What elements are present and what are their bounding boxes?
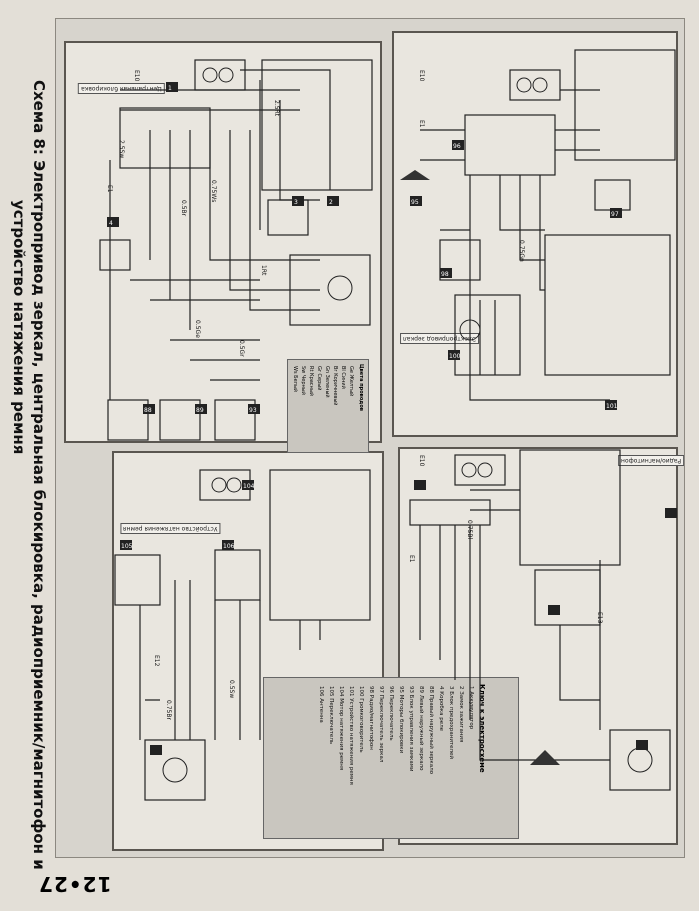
label-e12: E12 [153, 655, 160, 667]
label-e1-radio: E1 [408, 555, 415, 563]
battery-icon [226, 477, 242, 493]
wire-label: 0.5Sw [228, 680, 235, 698]
component-number: 95 [411, 199, 419, 206]
battery-icon [202, 67, 218, 83]
wire-label: 0.5Br [180, 200, 187, 217]
wire-label: 2.5Rt [273, 100, 280, 117]
component-number: 104 [243, 483, 255, 490]
component-number: 88 [144, 407, 152, 414]
wire-label: 0.75Ws [210, 180, 217, 202]
label-e13: E13 [596, 612, 603, 624]
label-e10-radio: E10 [418, 455, 425, 467]
wire-color-legend: Цвета проводов Ge Желтый Bl Синий Br Кор… [287, 359, 369, 453]
component-key: Ключ к электросхеме 1 Аккумулятор 2 Замо… [263, 677, 519, 839]
component-number: 4 [109, 220, 113, 227]
wire-label: 0.75Bl [466, 520, 473, 539]
motor-icon [327, 275, 353, 301]
component-numbers: 1 2 3 4 88 89 93 95 96 97 98 100 101 104… [109, 85, 619, 550]
label-e1: E1 [106, 185, 113, 193]
wire-label: 1Rt [260, 265, 267, 276]
motor-icon [162, 757, 188, 783]
motor-icon [459, 319, 481, 341]
wire-label: 0.75Gn [518, 240, 525, 262]
label-e1-mirror: E1 [418, 120, 425, 128]
battery-icon [211, 477, 227, 493]
panel-mirrors: Электропривод зеркал [392, 31, 678, 437]
component-number: 100 [449, 353, 461, 360]
component-number: 93 [249, 407, 257, 414]
component-number: 1 [168, 85, 172, 92]
wire-label: 0.75Br [165, 700, 172, 720]
wires-mirrors [420, 49, 676, 401]
component-number: 3 [294, 199, 298, 206]
motor-icon [627, 747, 653, 773]
battery-icon [218, 67, 234, 83]
wires-central-locking [99, 59, 373, 441]
battery-icon [461, 462, 477, 478]
battery-icon [516, 77, 532, 93]
component-number: 105 [121, 543, 133, 550]
label-e10-mirror: E10 [418, 70, 425, 82]
battery-icon [532, 77, 548, 93]
battery-icon [477, 462, 493, 478]
wires-radio [409, 449, 671, 791]
diagram-labels: E10 E1 E10 E1 E10 E1 E12 E13 2.5Sw 0.75W… [106, 70, 603, 720]
wire-label: 0.5Ge [194, 320, 201, 338]
component-number: 97 [611, 211, 619, 218]
component-number: 96 [453, 143, 461, 150]
motor-symbols [162, 67, 653, 783]
label-e10: E10 [133, 70, 140, 82]
component-badges [107, 82, 677, 755]
wire-label: 0.5Gr [238, 340, 245, 357]
component-number: 89 [196, 407, 204, 414]
ground-arrows [400, 170, 560, 765]
component-number: 2 [329, 199, 333, 206]
wire-label: 2.5Sw [118, 140, 125, 158]
component-number: 106 [223, 543, 235, 550]
diagram-sheet: Центральная блокировка Электропривод зер… [55, 18, 685, 858]
component-number: 101 [606, 403, 618, 410]
component-number: 98 [441, 271, 449, 278]
